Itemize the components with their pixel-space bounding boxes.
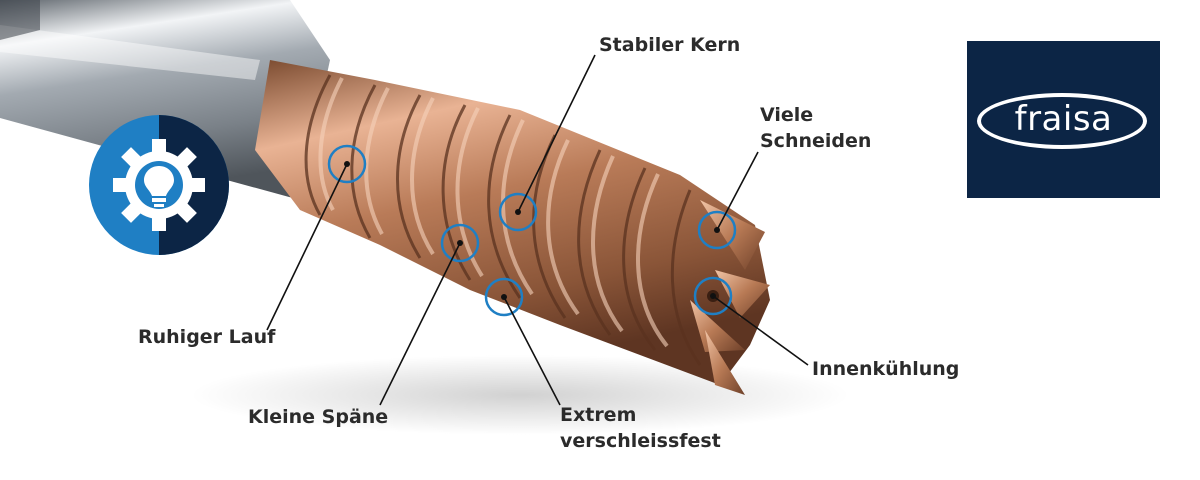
callout-ring-kleine-spaene (440, 223, 480, 263)
tool-body-copper (255, 60, 770, 385)
shank-chamfer (0, 0, 40, 40)
label-extrem-line2: verschleissfest (560, 430, 721, 452)
callout-ring-ruhiger-lauf (327, 144, 367, 184)
leader-stabiler-kern (517, 54, 596, 213)
leader-ruhiger-lauf (266, 163, 348, 331)
label-viele-schneiden-line1: Viele (760, 104, 814, 126)
logo-ellipse (977, 93, 1147, 149)
leader-innenkuehlung (712, 295, 809, 366)
callout-ring-extrem (484, 277, 524, 317)
leader-lines (266, 54, 809, 406)
cutting-tip (690, 200, 770, 395)
label-ruhiger-lauf: Ruhiger Lauf (138, 326, 276, 348)
flute-highlights (318, 77, 669, 348)
callout-ring-innenkuehlung (693, 276, 733, 316)
callout-ring-stabiler-kern (498, 192, 538, 232)
callout-ring-viele-schneiden (697, 210, 737, 250)
tool-shadow (190, 355, 850, 435)
spiral-flutes (304, 74, 702, 366)
gear-lightbulb-icon (88, 114, 230, 256)
tool-shank (0, 0, 330, 200)
label-kleine-spaene: Kleine Späne (248, 406, 389, 428)
logo-text: fraisa (1014, 99, 1113, 139)
label-stabiler-kern: Stabiler Kern (599, 34, 741, 56)
leader-viele-schneiden (716, 151, 759, 231)
label-innenkuehlung: Innenkühlung (812, 358, 960, 380)
leader-extrem (503, 296, 561, 406)
label-extrem-line1: Extrem (560, 404, 637, 426)
leader-kleine-spaene (379, 242, 461, 406)
label-viele-schneiden-line2: Schneiden (760, 130, 872, 152)
shank-highlight (0, 25, 260, 80)
callout-circles (327, 144, 737, 317)
fraisa-logo: fraisa (967, 41, 1160, 198)
